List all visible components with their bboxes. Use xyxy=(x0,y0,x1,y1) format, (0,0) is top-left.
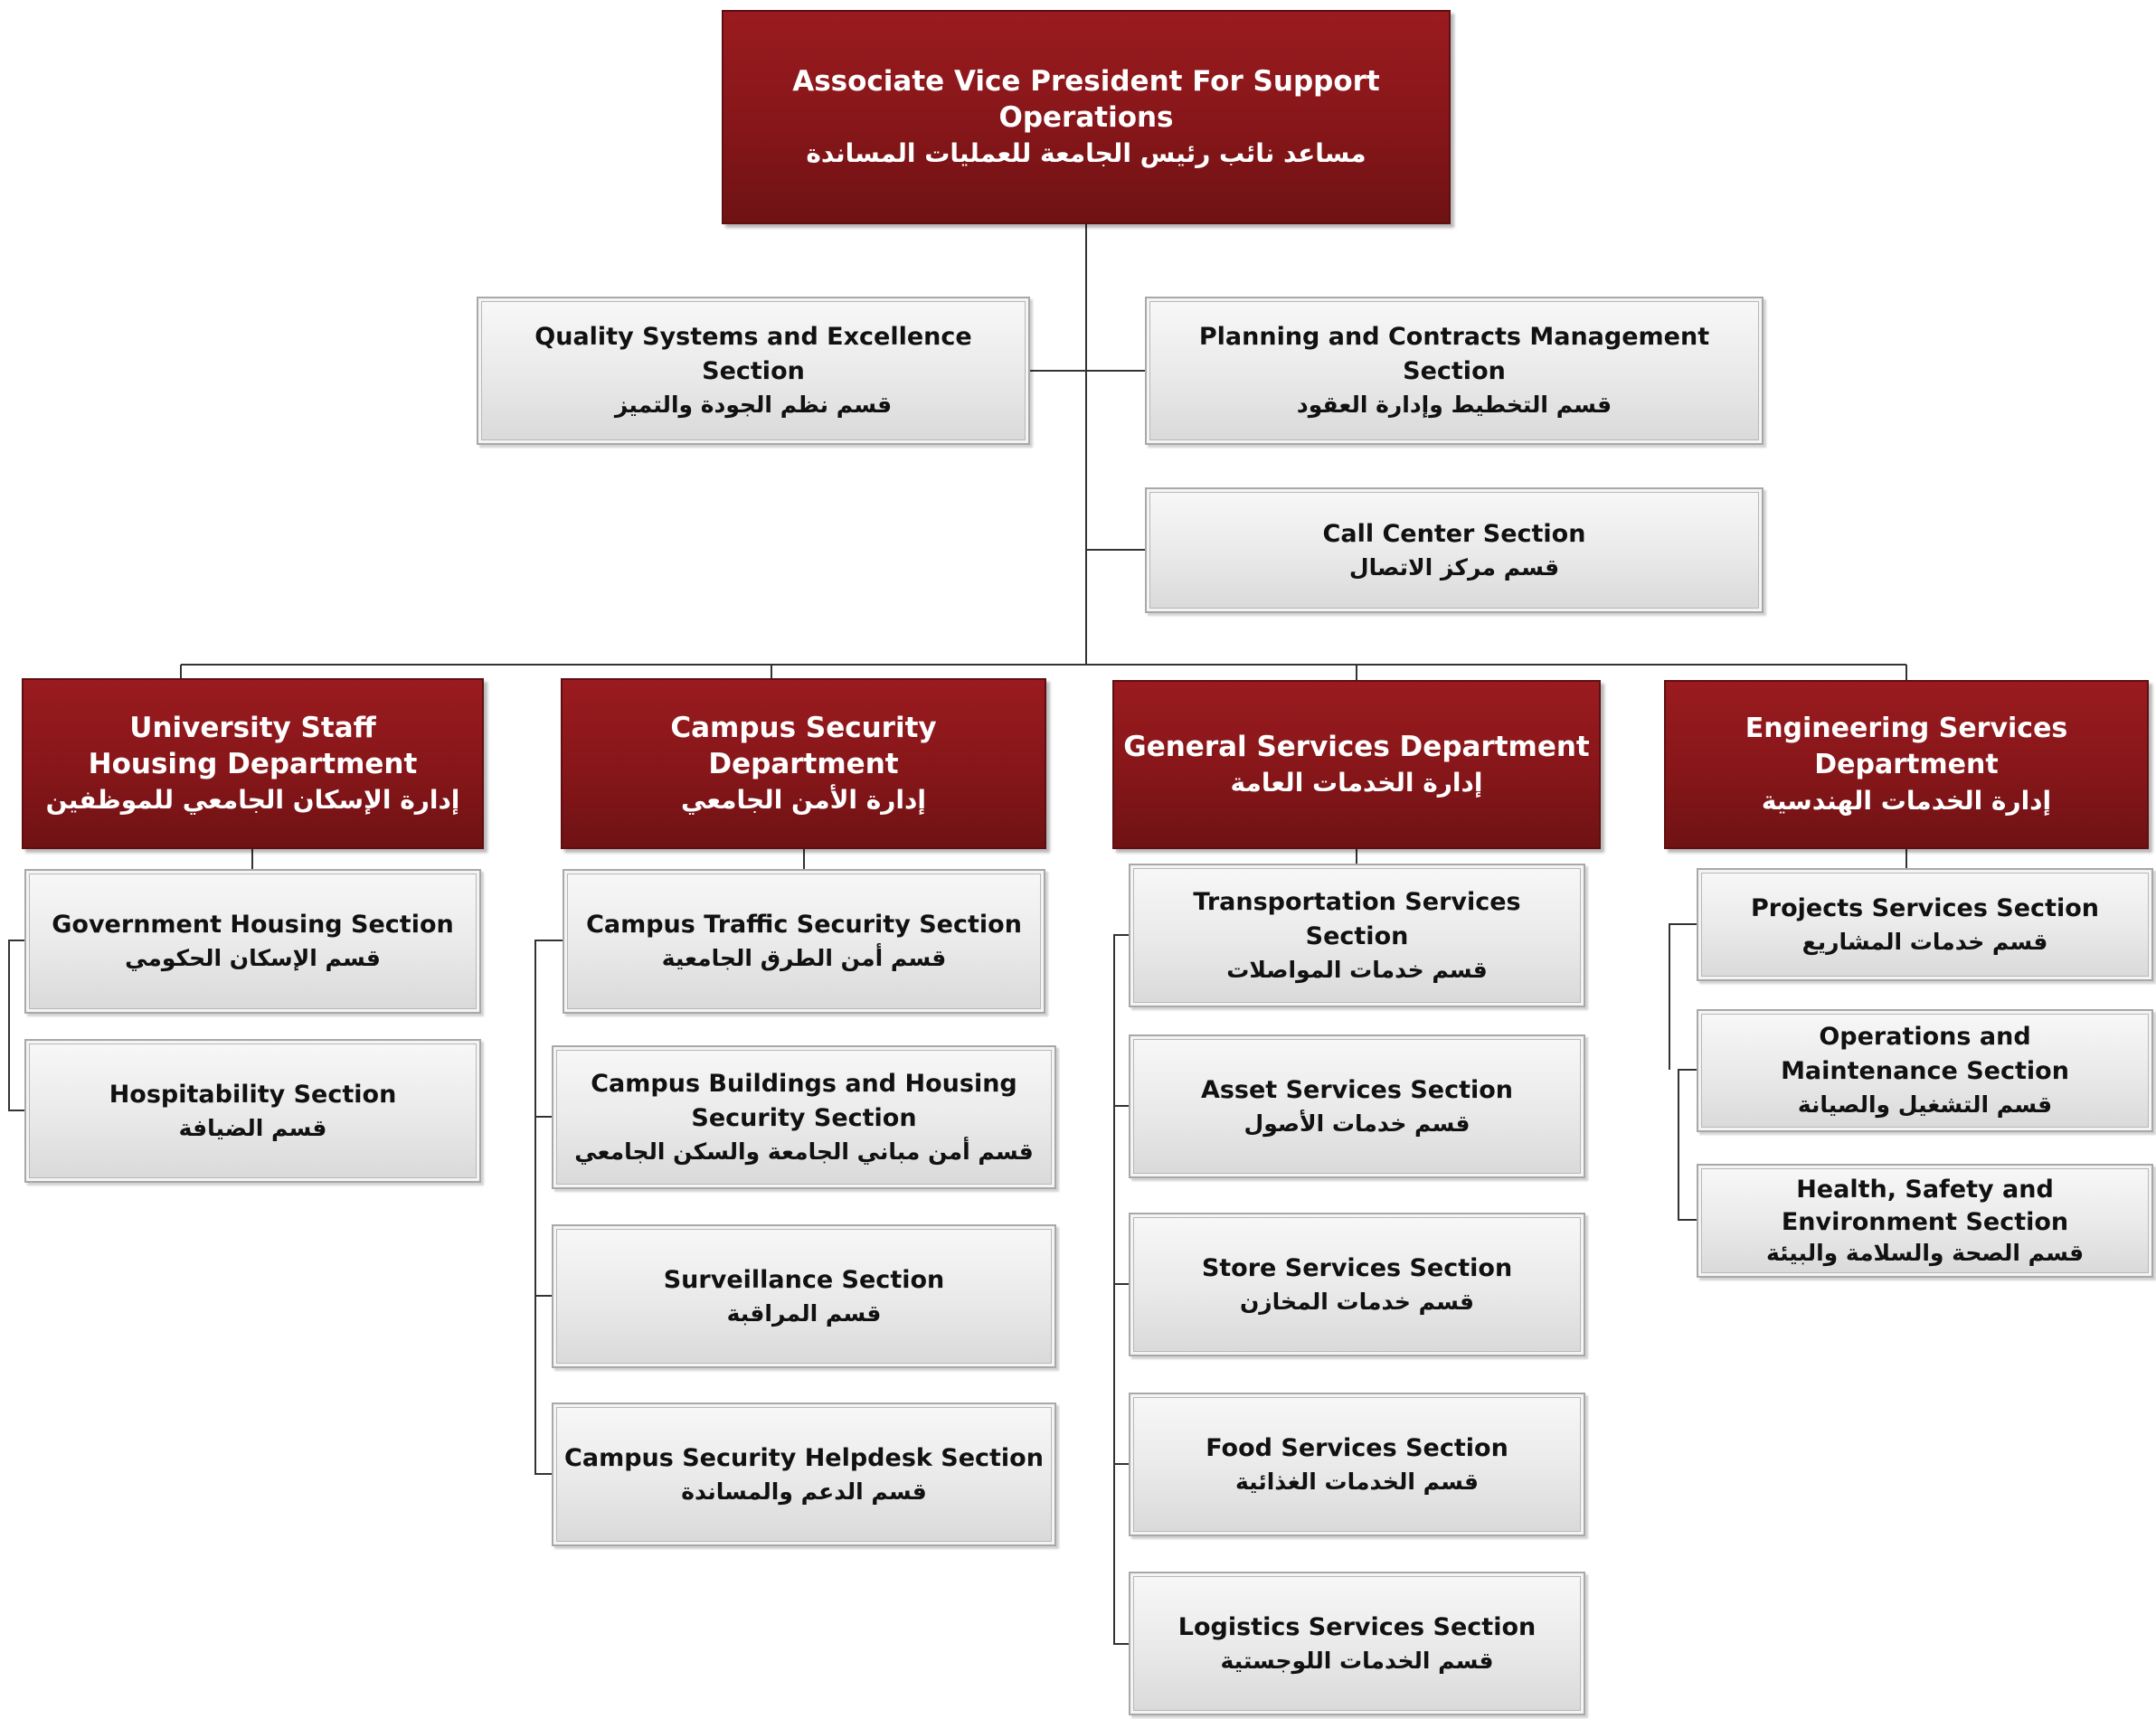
section-projects-services: Projects Services Section قسم خدمات المش… xyxy=(1697,868,2153,981)
section-title-ar: قسم التخطيط وإدارة العقود xyxy=(1296,392,1612,418)
section-title-ar: قسم نظم الجودة والتميز xyxy=(614,392,893,418)
section-title-ar: قسم الخدمات اللوجستية xyxy=(1220,1647,1494,1674)
section-hospitability: Hospitability Section قسم الضيافة xyxy=(24,1039,481,1183)
section-title-en: Store Services Section xyxy=(1201,1253,1513,1282)
section-title-ar: قسم خدمات المواصلات xyxy=(1226,956,1488,983)
section-title-ar: قسم الدعم والمساندة xyxy=(681,1478,927,1505)
section-food-services: Food Services Section قسم الخدمات الغذائ… xyxy=(1129,1393,1585,1536)
department-engineering: Engineering Services Department إدارة ال… xyxy=(1664,680,2149,849)
department-title-en: University Staff Housing Department xyxy=(88,711,418,780)
section-title-en: Campus Security Helpdesk Section xyxy=(564,1443,1044,1472)
root-title-en: Associate Vice President For Support Ope… xyxy=(792,64,1380,134)
section-title-en: Quality Systems and Excellence Section xyxy=(534,323,972,385)
section-campus-buildings-housing-security: Campus Buildings and Housing Security Se… xyxy=(552,1045,1056,1189)
department-title-ar: إدارة الخدمات الهندسية xyxy=(1761,785,2052,816)
section-transportation-services: Transportation Services Section قسم خدما… xyxy=(1129,864,1585,1007)
section-title-ar: قسم خدمات المشاريع xyxy=(1801,928,2048,955)
section-title-ar: قسم خدمات المخازن xyxy=(1239,1288,1475,1315)
section-title-en: Asset Services Section xyxy=(1200,1075,1514,1104)
department-title-ar: إدارة الأمن الجامعي xyxy=(681,784,926,815)
section-title-ar: قسم المراقبة xyxy=(726,1299,882,1327)
staff-section-call-center: Call Center Section قسم مركز الاتصال xyxy=(1145,487,1764,613)
section-title-ar: قسم مركز الاتصال xyxy=(1348,553,1560,581)
connector-housing-rail xyxy=(8,940,24,1111)
section-title-en: Call Center Section xyxy=(1322,519,1586,548)
section-title-en: Projects Services Section xyxy=(1750,893,2099,922)
section-title-en: Surveillance Section xyxy=(663,1265,945,1294)
connector-general-rail xyxy=(1113,934,1129,1645)
section-title-en: Campus Buildings and Housing Security Se… xyxy=(591,1069,1017,1132)
section-title-ar: قسم خدمات الأصول xyxy=(1243,1110,1470,1137)
section-campus-security-helpdesk: Campus Security Helpdesk Section قسم الد… xyxy=(552,1403,1056,1546)
connector-engineering-rail-b xyxy=(1678,1069,1697,1221)
section-title-en: Planning and Contracts Management Sectio… xyxy=(1198,323,1710,385)
connector-security-rail xyxy=(534,940,563,1475)
section-title-ar: قسم الضيافة xyxy=(178,1114,327,1141)
section-title-en: Government Housing Section xyxy=(52,911,454,939)
section-title-en: Logistics Services Section xyxy=(1177,1612,1537,1641)
department-housing: University Staff Housing Department إدار… xyxy=(22,678,484,849)
section-government-housing: Government Housing Section قسم الإسكان ا… xyxy=(24,869,481,1014)
section-title-ar: قسم أمن مباني الجامعة والسكن الجامعي xyxy=(574,1138,1034,1165)
root-title-ar: مساعد نائب رئيس الجامعة للعمليات المساند… xyxy=(806,137,1366,168)
department-title-en: General Services Department xyxy=(1123,730,1590,763)
section-logistics-services: Logistics Services Section قسم الخدمات ا… xyxy=(1129,1572,1585,1715)
department-title-en: Campus Security Department xyxy=(670,711,937,780)
section-title-ar: قسم الصحة والسلامة والبيئة xyxy=(1765,1240,2085,1266)
department-title-ar: إدارة الإسكان الجامعي للموظفين xyxy=(45,784,460,815)
section-title-en: Transportation Services Section xyxy=(1193,887,1521,950)
section-title-en: Food Services Section xyxy=(1206,1433,1508,1462)
section-campus-traffic-security: Campus Traffic Security Section قسم أمن … xyxy=(563,869,1045,1014)
department-title-ar: إدارة الخدمات العامة xyxy=(1230,767,1483,798)
department-general: General Services Department إدارة الخدما… xyxy=(1112,680,1601,849)
department-title-en: Engineering Services Department xyxy=(1745,712,2068,780)
section-title-ar: قسم التشغيل والصيانة xyxy=(1797,1091,2053,1118)
section-health-safety-environment: Health, Safety and Environment Section ق… xyxy=(1697,1164,2153,1278)
section-asset-services: Asset Services Section قسم خدمات الأصول xyxy=(1129,1034,1585,1178)
section-title-en: Campus Traffic Security Section xyxy=(586,911,1022,939)
section-surveillance: Surveillance Section قسم المراقبة xyxy=(552,1224,1056,1368)
root-node: Associate Vice President For Support Ope… xyxy=(722,10,1451,224)
section-title-en: Operations and Maintenance Section xyxy=(1781,1023,2069,1085)
section-operations-maintenance: Operations and Maintenance Section قسم ا… xyxy=(1697,1009,2153,1132)
connector-engineering-rail-a xyxy=(1669,923,1697,1070)
department-security: Campus Security Department إدارة الأمن ا… xyxy=(561,678,1046,849)
staff-section-quality: Quality Systems and Excellence Section ق… xyxy=(477,297,1030,445)
section-title-ar: قسم الإسكان الحكومي xyxy=(125,945,381,971)
section-title-ar: قسم الخدمات الغذائية xyxy=(1234,1468,1480,1495)
section-title-en: Hospitability Section xyxy=(109,1080,397,1109)
staff-section-planning: Planning and Contracts Management Sectio… xyxy=(1145,297,1764,445)
section-title-ar: قسم أمن الطرق الجامعية xyxy=(661,945,947,971)
section-store-services: Store Services Section قسم خدمات المخازن xyxy=(1129,1213,1585,1356)
section-title-en: Health, Safety and Environment Section xyxy=(1781,1176,2069,1236)
